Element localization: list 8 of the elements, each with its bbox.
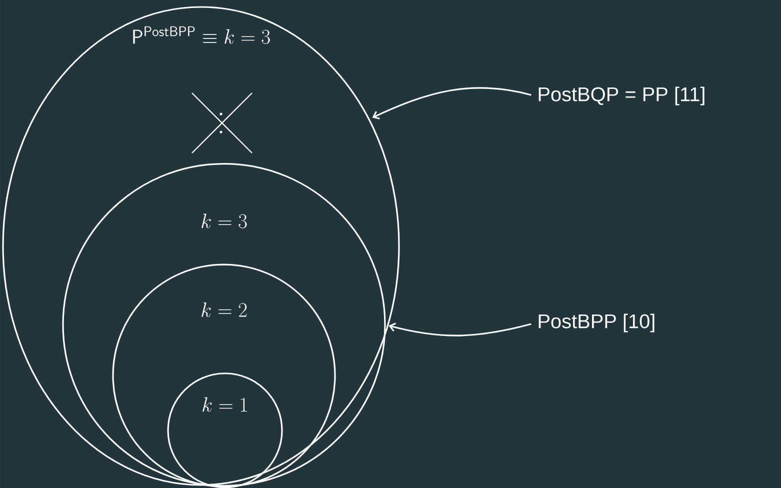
arrow [372,87,532,120]
annotation-text: PostBPP [10] [538,314,654,332]
set-label: $k = 1$ [202,397,247,412]
set-label: $k = 2$ [202,302,247,317]
set-label: $\mathsf{P}^{\mathsf{PostBPP}} \equiv k = 3$ [133,26,270,44]
annotation-text: PostBQP = PP [11] [538,86,704,106]
arrow [388,322,532,336]
set-label: $k = 3$ [202,214,247,228]
